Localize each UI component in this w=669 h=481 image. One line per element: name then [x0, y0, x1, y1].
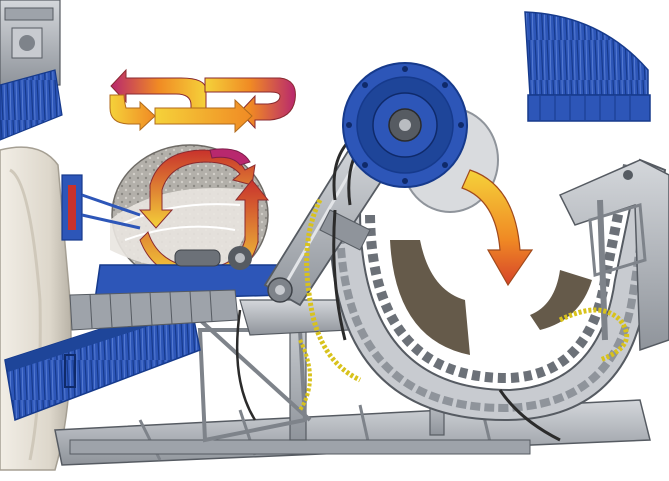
curved-swing-arrow-icon: [462, 170, 532, 285]
rotation-cycle-arrows-icon: [110, 70, 295, 132]
brush-segment-icon: [525, 12, 650, 121]
inset-machine-top-left: [0, 0, 62, 140]
drum-roll: [0, 147, 71, 470]
conveyor-rollers: [70, 290, 238, 330]
